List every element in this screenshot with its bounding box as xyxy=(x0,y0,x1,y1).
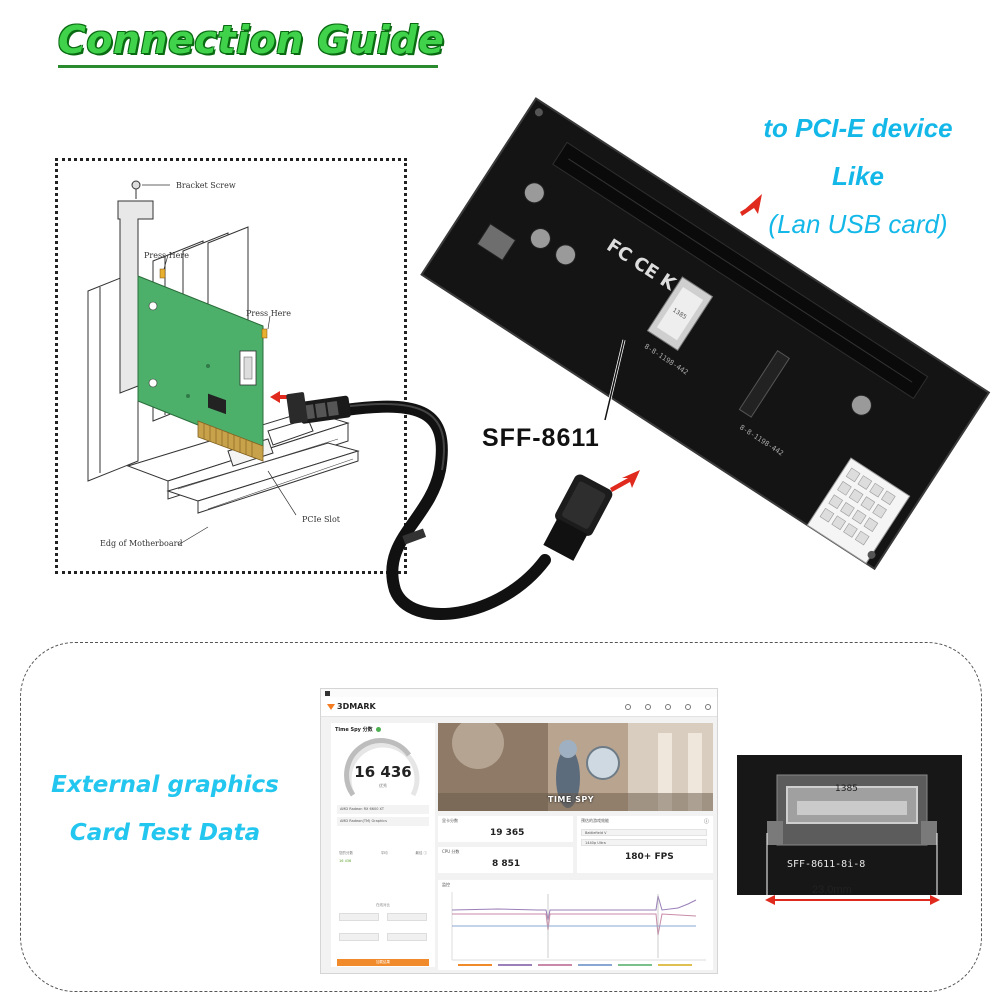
test-data-panel xyxy=(20,642,982,992)
adapter-board: FC CE K 8-8-1198-442 8-8-1198-442 1385 xyxy=(420,97,991,571)
option-button-2[interactable] xyxy=(387,933,427,941)
press-tab-right xyxy=(261,328,268,339)
info-icon[interactable]: ⓘ xyxy=(703,819,709,825)
load-result-button[interactable]: 加载结果 xyxy=(337,959,429,966)
test-caption-line1: External graphics xyxy=(51,772,279,798)
measure-label: 23.0mm xyxy=(812,884,852,896)
sff-connector-label: SFF-8611 xyxy=(482,424,600,452)
monitoring-graph xyxy=(451,892,706,966)
title-underline xyxy=(58,65,438,68)
valid-icon xyxy=(375,727,381,732)
estimate-label: 预估的游戏效能 xyxy=(581,818,609,823)
graphics-score-label: 显卡分数 xyxy=(442,818,458,823)
help-icon[interactable] xyxy=(705,703,711,710)
callout-press-here-top: Press Here xyxy=(144,251,189,260)
cpu-score-value: 8 851 xyxy=(492,859,521,869)
settings-icon[interactable] xyxy=(685,703,691,710)
device-note-line2: Like xyxy=(831,161,885,191)
score-rating: 优秀 xyxy=(379,783,387,788)
press-tab-top xyxy=(159,268,166,279)
photo-silk-text: SFF-8611-8i-8 xyxy=(787,859,865,870)
monitoring-card: 监控 xyxy=(438,880,713,970)
tests-icon[interactable] xyxy=(645,703,651,710)
cpu-name: AMD Radeon(TM) Graphics xyxy=(337,817,429,826)
compare-label: 在线对比 xyxy=(376,903,390,907)
measure-arrow xyxy=(765,895,940,905)
callout-press-here-right: Press Here xyxy=(246,309,291,318)
stat-header-yours: 您的分数 xyxy=(339,851,353,855)
cpu-score-label: CPU 分数 xyxy=(442,849,460,854)
connector-closeup: 1385 SFF-8611-8i-8 xyxy=(737,755,962,895)
compare-select-2[interactable] xyxy=(387,913,427,921)
test-caption-line2: Card Test Data xyxy=(69,820,261,846)
hero-artwork xyxy=(438,723,713,811)
bracket-screw xyxy=(131,180,141,199)
photo-chip-label: 1385 xyxy=(835,784,858,794)
test-name: Time Spy 分数 xyxy=(335,727,373,733)
resolution-select[interactable]: 1440p Ultra xyxy=(581,839,707,846)
score-gauge xyxy=(344,738,420,797)
home-icon[interactable] xyxy=(625,703,631,710)
total-score: 16 436 xyxy=(354,763,412,781)
installation-diagram: Bracket Screw Press Here Press Here PCIe… xyxy=(55,158,407,574)
page-title: Connection Guide xyxy=(58,18,445,62)
device-note-line1: to PCI-E device xyxy=(763,113,953,143)
game-select[interactable]: Battlefield V xyxy=(581,829,707,836)
device-note: to PCI-E device Like (Lan USB card) xyxy=(738,104,978,248)
adapter-scene: FC CE K 8-8-1198-442 8-8-1198-442 1385 xyxy=(286,97,991,620)
fps-estimate: 180+ FPS xyxy=(625,852,674,862)
graphics-score-value: 19 365 xyxy=(490,828,525,838)
monitoring-label: 监控 xyxy=(442,882,450,887)
compare-select[interactable] xyxy=(339,913,379,921)
gpu-name: AMD Radeon RX 6600 XT xyxy=(337,805,429,814)
device-note-line3: (Lan USB card) xyxy=(768,209,948,239)
3dmark-logo: 3DMARK xyxy=(327,702,376,711)
brand-label: 3DMARK xyxy=(337,702,376,711)
stat-header-avg: 平均 xyxy=(380,851,388,855)
score-panel: Time Spy 分数 16 436 优秀 AMD Radeon RX 6600… xyxy=(331,723,435,967)
sff-cable xyxy=(286,392,613,620)
app-topbar: 3DMARK xyxy=(321,697,717,717)
benchmark-window: 3DMARK Time Spy 分数 16 436 优秀 AMD Radeon … xyxy=(320,688,718,974)
hero-title: TIME SPY xyxy=(548,795,595,804)
your-score-value: 16 436 xyxy=(339,859,352,863)
game-estimate-card: 预估的游戏效能 ⓘ Battlefield V 1440p Ultra 180+… xyxy=(577,816,713,873)
callout-bracket-screw: Bracket Screw xyxy=(176,181,236,190)
callout-motherboard-edge: Edg of Motherboard xyxy=(100,539,183,548)
results-icon[interactable] xyxy=(665,703,671,710)
graphics-score-card: 显卡分数 19 365 xyxy=(438,816,573,842)
logo-icon xyxy=(327,703,335,710)
arrow-to-port xyxy=(610,470,640,492)
insert-arrow xyxy=(270,391,290,403)
time-spy-hero: TIME SPY xyxy=(438,723,713,811)
option-button[interactable] xyxy=(339,933,379,941)
arrow-to-device xyxy=(740,194,762,216)
red-arrows xyxy=(610,194,762,492)
stat-headers: 您的分数 平均 最佳 ⓘ xyxy=(339,851,427,856)
pcie-card xyxy=(137,275,264,462)
cpu-score-card: CPU 分数 8 851 xyxy=(438,847,573,873)
install-illustration xyxy=(87,180,360,546)
window-titlebar xyxy=(321,689,717,697)
callout-pcie-slot: PCIe Slot xyxy=(302,515,341,524)
stat-header-best: 最佳 ⓘ xyxy=(415,851,427,855)
